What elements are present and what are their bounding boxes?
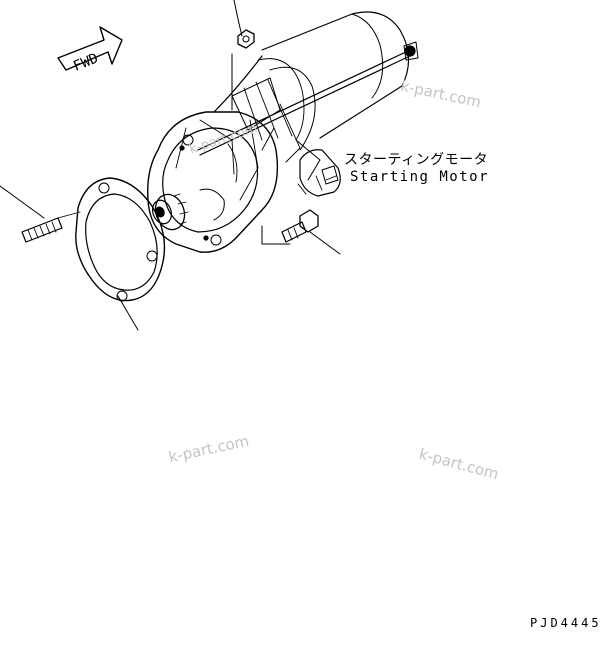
nut (231, 0, 255, 111)
pinion-gear (151, 193, 189, 231)
fwd-arrow-icon: FWD (57, 26, 123, 75)
fwd-arrow-text: FWD (71, 51, 100, 75)
part-label-en: Starting Motor (350, 169, 490, 185)
drawing-code: PJD4445 (530, 616, 602, 630)
mounting-bolt (261, 209, 341, 255)
solenoid-terminal (297, 149, 341, 197)
through-bolt (197, 41, 419, 156)
stud-bolt (0, 185, 81, 243)
motor-body (213, 11, 410, 181)
gasket (75, 177, 166, 331)
part-label-jp: スターティングモータ (344, 152, 489, 168)
label-leader-line (325, 175, 337, 181)
